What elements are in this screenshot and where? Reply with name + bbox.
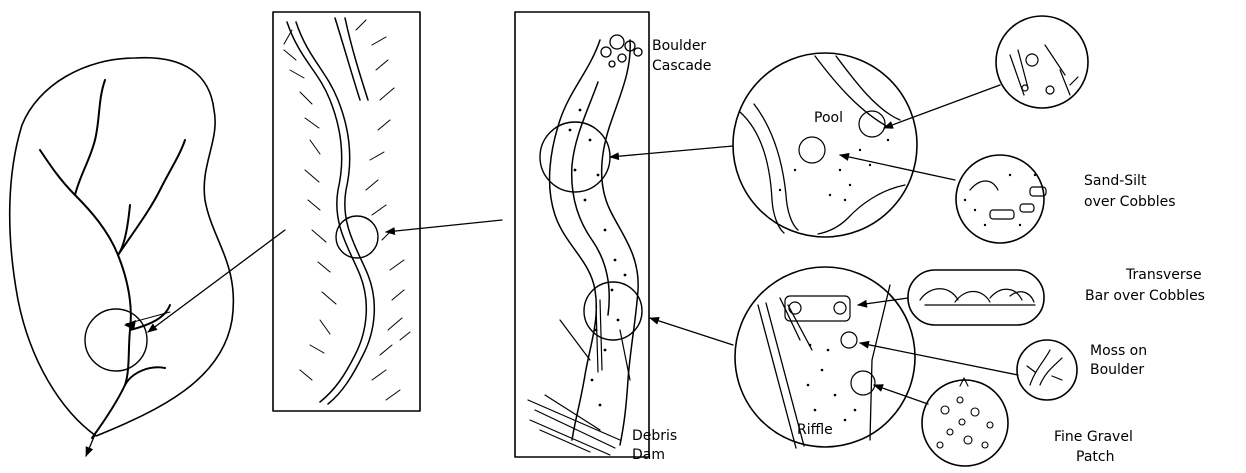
transverse-bar-detail-box: [908, 270, 1044, 325]
label-debris-dam-line1: Debris: [632, 428, 677, 444]
label-moss-line1: Moss on: [1090, 343, 1147, 359]
sand-silt-detail-circle: [956, 155, 1044, 243]
watershed-stream-network: [40, 80, 185, 438]
pool-substrate-detail-circle: [996, 16, 1088, 108]
label-sand-silt-line2: over Cobbles: [1084, 194, 1176, 210]
arrow-riffle-to-reach: [650, 318, 733, 345]
label-boulder-cascade-line2: Cascade: [652, 58, 711, 74]
label-fine-gravel-line2: Patch: [1076, 449, 1114, 465]
pool-sample-circle-right: [859, 111, 885, 137]
pool-channel-banks: [740, 56, 905, 234]
watershed-outlet-arrow: [86, 432, 96, 456]
arrow-moss-to-riffle: [860, 343, 1018, 375]
label-transverse-line2: Bar over Cobbles: [1085, 288, 1205, 304]
riffle-cobble-right: [834, 302, 846, 314]
sand-silt-cobbles: [970, 181, 1046, 219]
segment-valley-hatching: [284, 20, 410, 400]
riffle-moss-boulder-circle: [841, 332, 857, 348]
arrow-pool-to-reach: [610, 146, 733, 157]
segment-panel-frame: [273, 12, 420, 411]
label-moss-line2: Boulder: [1090, 362, 1144, 378]
arrow-substrate-to-pool: [884, 85, 1000, 128]
label-transverse-line1: Transverse: [1125, 267, 1202, 283]
riffle-cobble-left: [789, 302, 801, 314]
arrow-transverse-bar-to-riffle: [858, 298, 908, 305]
arrow-segment-to-watershed: [148, 230, 285, 332]
moss-detail-circle: [1017, 340, 1077, 400]
riffle-stippling: [807, 344, 857, 422]
reach-channel: [550, 40, 639, 445]
arrow-fine-gravel-to-riffle: [874, 385, 928, 404]
reach-debris-dam: [528, 300, 630, 455]
label-sand-silt-line1: Sand-Silt: [1084, 173, 1147, 189]
watershed-zoom-circle: [85, 309, 147, 371]
moss-detail-strands: [1027, 350, 1062, 385]
label-riffle: Riffle: [797, 422, 833, 438]
pool-stippling: [779, 139, 889, 201]
label-pool: Pool: [814, 110, 843, 126]
label-boulder-cascade-line1: Boulder: [652, 38, 706, 54]
label-fine-gravel-line1: Fine Gravel: [1054, 429, 1133, 445]
arrow-sand-silt-to-pool: [840, 155, 955, 180]
reach-boulder-cascade: [601, 35, 642, 67]
pool-habitat-circle: [733, 53, 917, 237]
transverse-bar-cobbles: [920, 289, 1035, 305]
sand-silt-stippling: [964, 174, 1036, 226]
pool-sample-circle-left: [799, 137, 825, 163]
arrow-reach-to-segment: [386, 220, 502, 232]
pool-substrate-detail-debris: [1010, 45, 1078, 95]
fine-gravel-pebbles: [937, 378, 993, 448]
label-debris-dam-line2: Dam: [632, 447, 665, 463]
